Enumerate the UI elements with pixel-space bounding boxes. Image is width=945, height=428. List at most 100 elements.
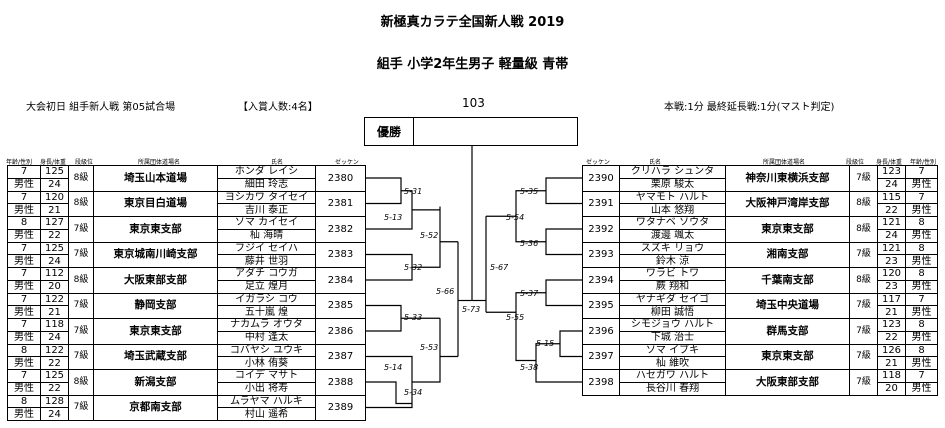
entry-weight: 24 [40, 407, 69, 421]
page-title: 新極真カラテ全国新人戦 2019 [380, 15, 565, 30]
bracket-line [365, 304, 402, 332]
entry-zekken: 2389 [315, 394, 366, 421]
entry-zekken: 2397 [582, 343, 620, 370]
header-height-weight-right: 身長/体重 [876, 159, 903, 166]
header-zekken-right: ゼッケン [586, 159, 610, 166]
header-dojo-left: 所属団体道場名 [138, 159, 181, 166]
entry-weight: 24 [40, 177, 69, 192]
header-height-weight-left: 身長/体重 [40, 159, 67, 166]
entry-dojo: 東京城南川崎支部 [93, 241, 218, 268]
entry-dojo: 埼玉武蔵支部 [93, 343, 218, 370]
match-label: 5-55 [506, 313, 524, 322]
entry-gender: 男性 [905, 381, 938, 396]
header-zekken-left: ゼッケン [335, 159, 359, 166]
category-number: 103 [462, 96, 485, 110]
bracket-line [515, 292, 546, 362]
entry-zekken: 2387 [315, 343, 366, 370]
entry-zekken: 2383 [315, 241, 366, 268]
match-label: 5-13 [384, 213, 402, 222]
header-rank-left: 段級位 [75, 159, 94, 166]
match-label: 5-37 [520, 289, 539, 298]
match-label: 5-35 [520, 187, 538, 196]
header-age-gender-left: 年齢/性別 [6, 159, 33, 166]
champion-label: 優勝 [365, 118, 414, 145]
match-label: 5-34 [404, 388, 422, 397]
header-name-left: 氏名 [271, 159, 284, 166]
entry-zekken: 2391 [582, 190, 620, 217]
match-label: 5-73 [462, 305, 480, 314]
session-info: 大会初日 組手新人戦 第05試合場 [26, 102, 176, 113]
entry-dojo: 京都南支部 [93, 394, 218, 421]
bracket-line [559, 330, 582, 358]
match-label: 5-38 [520, 363, 538, 372]
entry-zekken: 2382 [315, 216, 366, 243]
match-label: 5-66 [436, 287, 454, 296]
champion-box: 優勝 [364, 117, 578, 146]
entry-rank: 8級 [68, 190, 94, 217]
entry-zekken: 2396 [582, 318, 620, 345]
match-label: 5-53 [420, 343, 438, 352]
entry-dojo: 東京東支部 [93, 318, 218, 345]
match-label: 5-33 [404, 313, 422, 322]
bracket-line [412, 206, 441, 268]
entry-rank: 7級 [68, 343, 94, 370]
prize-count: 【入賞人数:4名】 [238, 102, 318, 113]
entry-zekken: 2385 [315, 292, 366, 319]
bracket-line [365, 177, 402, 205]
entry-gender: 男性 [905, 305, 938, 319]
match-label: 5-15 [536, 339, 554, 348]
entry-weight: 22 [40, 356, 69, 370]
entry-rank: 8級 [849, 190, 878, 217]
header-rank-right: 段級位 [846, 159, 865, 166]
entry-dojo: 神奈川東横浜支部 [725, 165, 850, 192]
entry-rank: 8級 [849, 267, 878, 294]
match-label: 5-31 [404, 187, 422, 196]
entry-zekken: 2386 [315, 318, 366, 345]
bracket-line [535, 343, 582, 383]
entry-dojo: 埼玉山本道場 [93, 165, 218, 192]
entry-name: 長谷川 春翔 [619, 381, 726, 396]
bracket-line [545, 177, 582, 205]
match-label: 5-67 [490, 263, 509, 272]
match-label: 5-14 [384, 363, 402, 372]
header-dojo-right: 所属団体道場名 [763, 159, 806, 166]
entry-name: 村山 遥希 [217, 407, 316, 421]
match-label: 5-36 [520, 239, 538, 248]
bracket-line [545, 279, 582, 307]
entry-zekken: 2381 [315, 190, 366, 217]
match-label: 5-32 [404, 263, 422, 272]
entry-rank: 8級 [68, 165, 94, 192]
header-age-gender-right: 年齢/性別 [910, 159, 937, 166]
match-label: 5-52 [420, 231, 438, 240]
entry-dojo: 東京東支部 [725, 343, 850, 370]
entry-dojo: 千葉南支部 [725, 267, 850, 294]
bracket-line [545, 228, 582, 256]
